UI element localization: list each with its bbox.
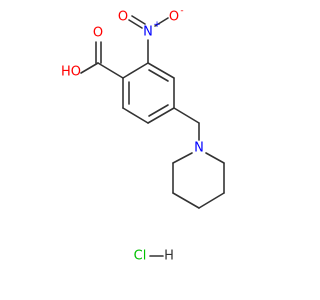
- molecule-drawing: O HO N + O O - N Cl H: [61, 6, 225, 264]
- carboxylic-acid-group: O HO: [61, 26, 124, 80]
- nitro-double-bond-a: [128, 19, 143, 29]
- nitro-oxygen-single-label: O: [169, 10, 179, 25]
- ring-bond-5: [122, 107, 149, 124]
- pip-bond-6: [172, 152, 193, 164]
- nitro-nitrogen-label: N: [143, 25, 153, 40]
- nitro-nitrogen-charge: +: [153, 20, 161, 30]
- pip-bond-4: [172, 192, 200, 209]
- structure-diagram: O HO N + O O - N Cl H: [61, 6, 225, 264]
- ring-bond-2: [147, 62, 175, 79]
- nitro-single-bond: [154, 17, 169, 27]
- ring-bond-4-inner: [148, 104, 169, 117]
- ring-bond-4: [147, 107, 175, 124]
- pip-bond-1: [205, 152, 225, 164]
- hydroxyl-bond: [80, 62, 99, 74]
- ring-bond-1: [122, 62, 149, 79]
- chlorine-label: Cl: [134, 249, 147, 264]
- nitro-oxygen-charge: -: [180, 6, 183, 16]
- benzyl-bond: [173, 107, 200, 124]
- nitro-double-bond-b: [131, 15, 146, 25]
- nitro-group: N + O O -: [118, 6, 184, 64]
- hydroxyl-label: HO: [61, 65, 81, 80]
- benzene-ring: [122, 62, 175, 124]
- hydrochloride-salt: Cl H: [134, 249, 174, 264]
- piperidine-ring: N: [172, 141, 225, 209]
- ring-bond-2-inner: [148, 69, 169, 82]
- nitro-oxygen-double-label: O: [118, 10, 128, 25]
- carbonyl-oxygen-label: O: [93, 26, 103, 41]
- piperidine-nitrogen-label: N: [194, 141, 204, 156]
- pip-bond-3: [198, 192, 225, 209]
- carboxyl-carbon-bond: [97, 62, 124, 79]
- hydrogen-label: H: [164, 249, 174, 264]
- methylene-linker: [173, 107, 200, 141]
